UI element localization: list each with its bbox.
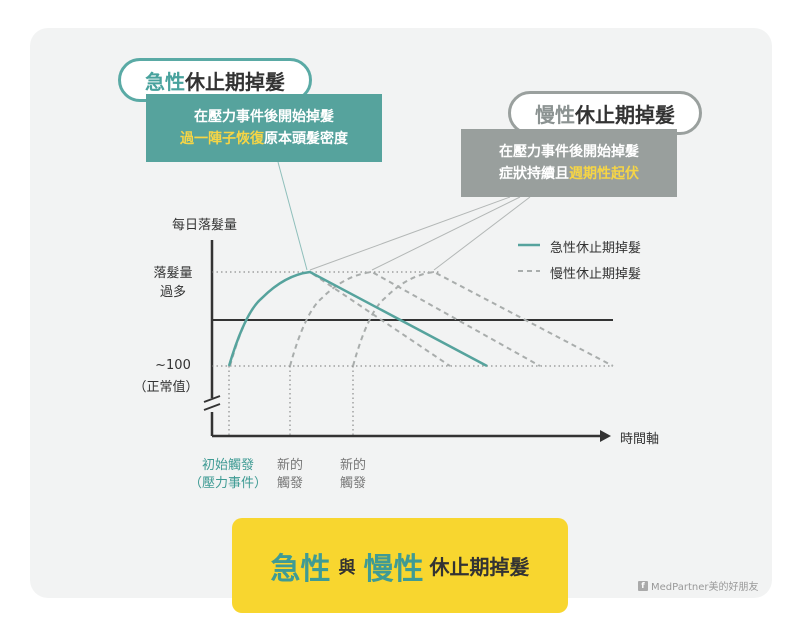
axis-break-mark-2 [203, 403, 221, 411]
acute-tag-rest: 休止期掉髮 [185, 69, 285, 94]
y-axis-title: 每日落髮量 [172, 218, 238, 233]
banner-and: 與 [338, 558, 356, 578]
acute-tag-emphasis: 急性 [145, 69, 185, 94]
chronic-desc-line1: 在壓力事件後開始掉髮 [499, 144, 639, 160]
legend-chronic-label: 慢性休止期掉髮 [550, 267, 642, 282]
axis-break-mark-1 [203, 395, 221, 403]
watermark-text: MedPartner美的好朋友 [651, 582, 759, 593]
chronic-curve-2 [289, 270, 541, 367]
watermark: f MedPartner美的好朋友 [638, 578, 758, 593]
new-trigger-1-line2: 觸發 [276, 476, 303, 491]
new-trigger-1-line1: 新的 [276, 458, 303, 473]
banner-acute: 急性 [270, 551, 331, 587]
title-banner: 急性 與 慢性 休止期掉髮 [232, 518, 568, 613]
chronic-desc-line2: 症狀持續且週期性起伏 [461, 163, 677, 185]
acute-desc-highlight: 過一陣子恢復 [180, 131, 264, 147]
x-axis-arrow-icon [600, 430, 611, 442]
banner-chronic: 慢性 [363, 551, 424, 587]
chronic-connector-line-3 [433, 196, 531, 271]
acute-desc-line2: 過一陣子恢復原本頭髮密度 [146, 128, 382, 150]
y-normal-label-line1: ~100 [155, 358, 191, 373]
chronic-desc-rest: 症狀持續且 [499, 166, 569, 182]
trigger-label-line2: （壓力事件） [188, 476, 267, 491]
trigger-label-line1: 初始觸發 [201, 458, 254, 473]
y-normal-label-line2: （正常值） [133, 380, 199, 395]
acute-description-box: 在壓力事件後開始掉髮 過一陣子恢復原本頭髮密度 [146, 94, 382, 162]
acute-connector-line [277, 161, 308, 271]
chronic-tag-rest: 休止期掉髮 [575, 102, 675, 127]
legend-acute-label: 急性休止期掉髮 [550, 241, 642, 256]
y-high-label-line1: 落髮量 [153, 266, 193, 281]
chronic-connector-line-1 [309, 196, 511, 271]
chronic-connector-line-2 [371, 196, 521, 271]
chronic-curve-3 [352, 270, 614, 367]
acute-curve [227, 270, 488, 368]
banner-tail: 休止期掉髮 [429, 555, 530, 579]
facebook-icon: f [638, 580, 648, 591]
chronic-tag-emphasis: 慢性 [535, 102, 575, 127]
chronic-desc-highlight: 週期性起伏 [569, 166, 639, 182]
chronic-description-box: 在壓力事件後開始掉髮 症狀持續且週期性起伏 [461, 129, 677, 197]
new-trigger-2-line1: 新的 [339, 458, 366, 473]
new-trigger-2-line2: 觸發 [339, 476, 366, 491]
acute-desc-line1: 在壓力事件後開始掉髮 [194, 109, 334, 125]
x-axis-title: 時間軸 [620, 432, 660, 447]
y-high-label-line2: 過多 [159, 285, 186, 300]
acute-desc-rest: 原本頭髮密度 [264, 131, 348, 147]
